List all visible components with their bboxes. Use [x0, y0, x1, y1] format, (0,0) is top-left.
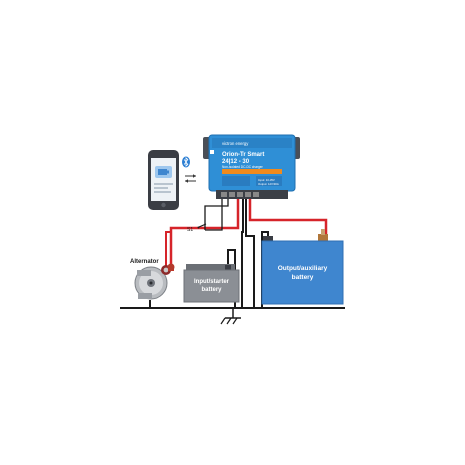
alternator: Alternator: [130, 259, 171, 300]
device-spec-line1: Input: 10-35V: [258, 178, 275, 182]
black-wire-device-neg-2: [245, 198, 255, 308]
device-spec-line2: Output: 12V/30A: [258, 182, 279, 186]
input-battery-label-line1: Input/starter: [194, 279, 230, 285]
red-wire-alternator: [165, 231, 171, 268]
device-model-line2: 24|12 - 30: [222, 159, 250, 165]
black-wire-device-neg-1: [241, 198, 244, 308]
red-wire-output: [248, 198, 328, 240]
input-starter-battery: Input/starter battery: [167, 263, 240, 303]
output-battery-label-line2: battery: [292, 274, 314, 281]
device-subtitle: Non-isolated DC-DC charger: [222, 165, 264, 169]
device-brand: victron energy: [222, 141, 249, 146]
smartphone: [148, 150, 179, 210]
switch-wire: [204, 198, 229, 231]
input-battery-label-line2: battery: [201, 287, 222, 293]
orion-device: victron energy Orion-Tr Smart 24|12 - 30…: [203, 134, 300, 199]
switch-label: S1: [187, 227, 193, 233]
bidirectional-arrows-icon: [185, 174, 196, 183]
output-auxiliary-battery: Output/auxiliary battery: [261, 229, 344, 305]
device-model-line1: Orion-Tr Smart: [222, 152, 264, 158]
switch-s1: S1: [187, 223, 207, 233]
output-battery-label-line1: Output/auxiliary: [278, 265, 328, 272]
bluetooth-icon: [182, 156, 190, 168]
alternator-label: Alternator: [130, 259, 159, 265]
ground-icon: [220, 308, 241, 325]
